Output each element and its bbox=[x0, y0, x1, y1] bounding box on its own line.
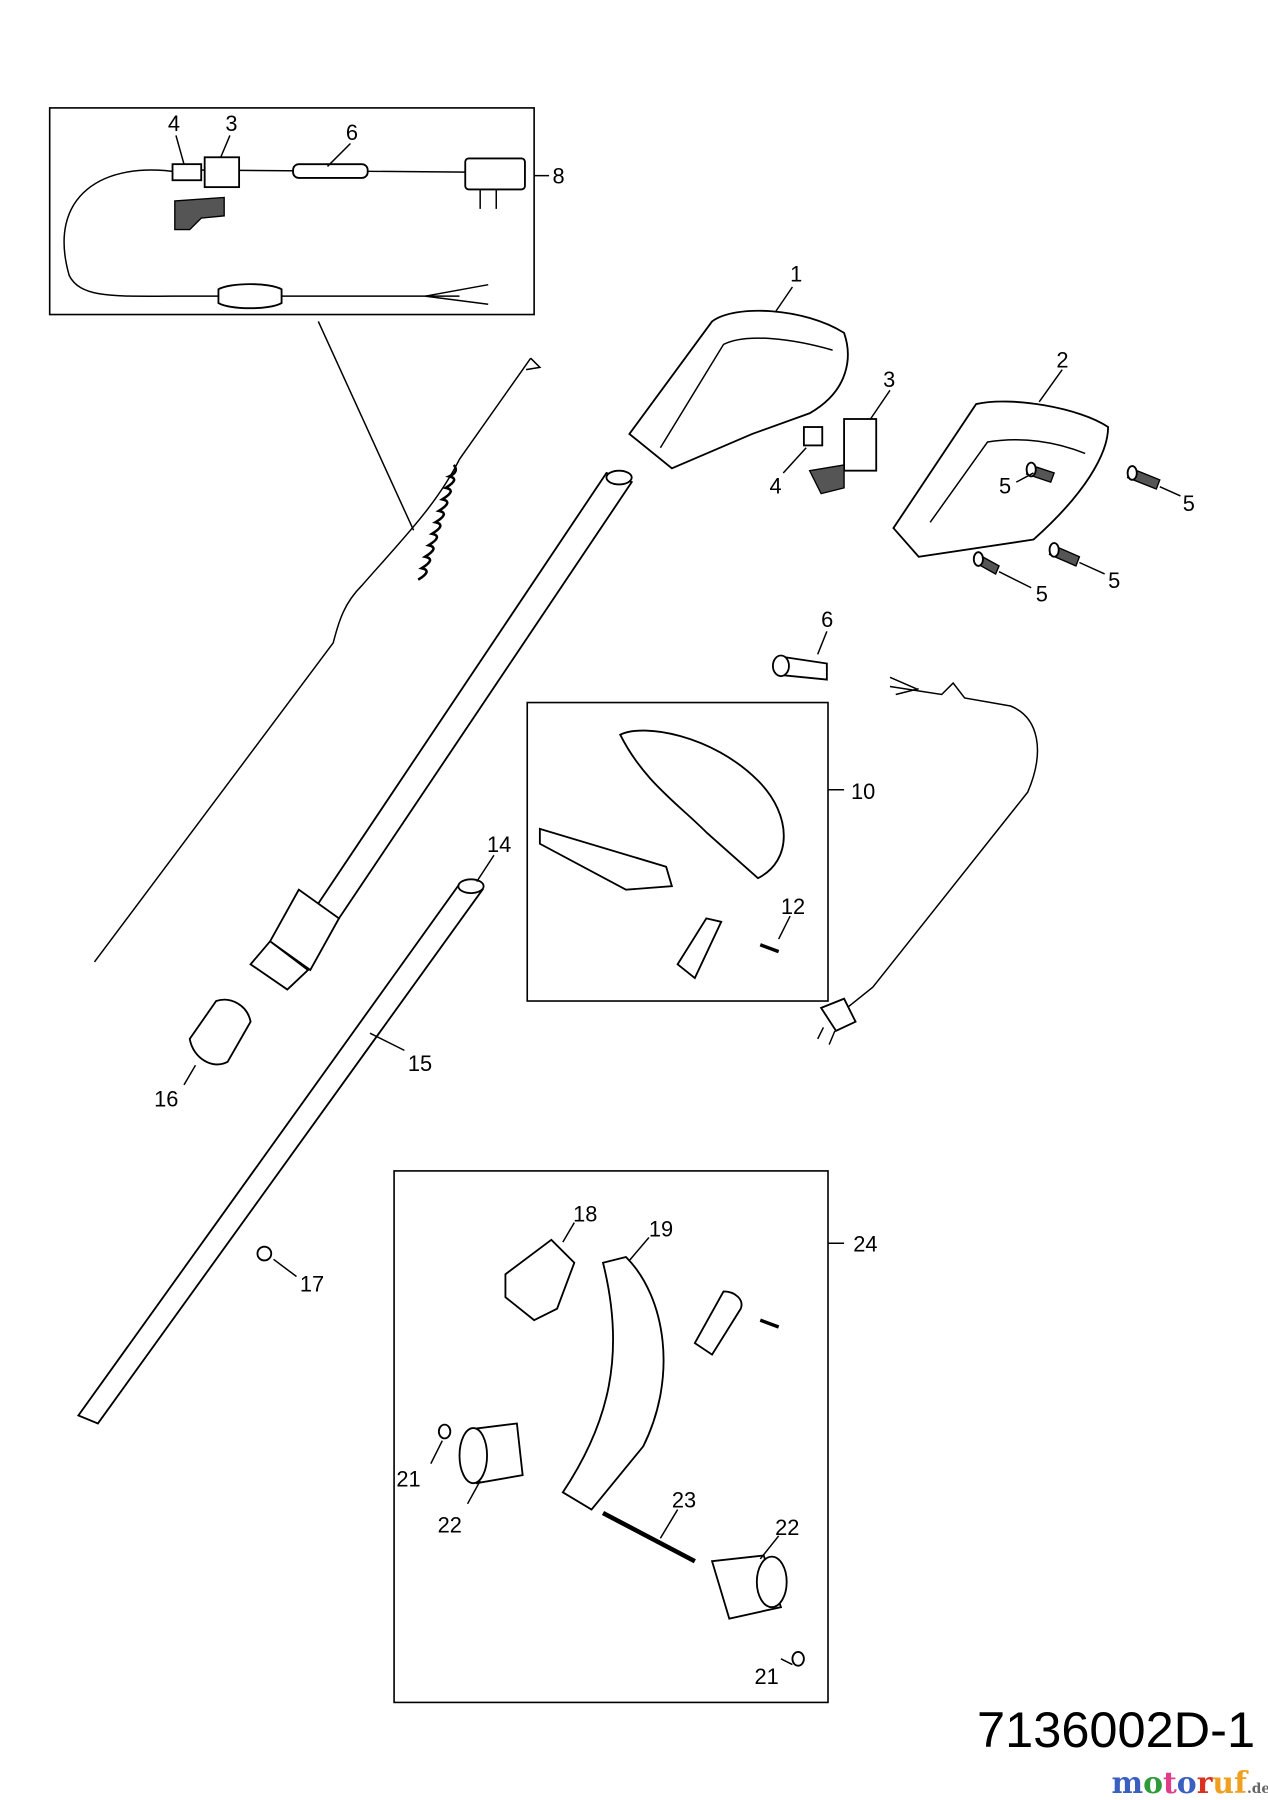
handle-half-1 bbox=[628, 309, 849, 470]
label-8: 8 bbox=[552, 164, 564, 189]
power-cord bbox=[843, 681, 1039, 1011]
label-22a: 22 bbox=[438, 1513, 462, 1538]
svg-text:motoruf.de: motoruf.de bbox=[1112, 1766, 1268, 1800]
label-4: 4 bbox=[168, 111, 180, 136]
label-19: 19 bbox=[649, 1216, 673, 1241]
cable-inset: 4 3 6 8 bbox=[48, 107, 565, 316]
label-23: 23 bbox=[672, 1487, 696, 1512]
label-5c: 5 bbox=[1108, 568, 1120, 593]
label-14: 14 bbox=[487, 832, 511, 857]
label-24: 24 bbox=[853, 1231, 877, 1256]
label-12: 12 bbox=[781, 894, 805, 919]
label-22b: 22 bbox=[775, 1515, 799, 1540]
kit-24-box: 24 18 19 21 22 23 22 21 bbox=[393, 1170, 878, 1704]
label-15: 15 bbox=[408, 1051, 432, 1076]
label-10: 10 bbox=[851, 779, 875, 804]
label-5d: 5 bbox=[1036, 582, 1048, 607]
label-3b: 3 bbox=[883, 367, 895, 392]
kit-10-box: 10 12 bbox=[526, 701, 875, 1002]
label-4b: 4 bbox=[769, 474, 781, 499]
label-17: 17 bbox=[300, 1271, 324, 1296]
label-3: 3 bbox=[225, 111, 237, 136]
label-21b: 21 bbox=[755, 1664, 779, 1689]
label-6: 6 bbox=[346, 120, 358, 145]
label-21a: 21 bbox=[396, 1467, 420, 1492]
handle-half-2 bbox=[892, 400, 1110, 558]
label-18: 18 bbox=[573, 1201, 597, 1226]
internal-wire bbox=[93, 357, 532, 963]
diagram-code: 7136002D-1 bbox=[977, 1701, 1255, 1758]
lower-shaft bbox=[76, 878, 485, 1425]
locking-knob bbox=[188, 998, 252, 1066]
watermark-logo: motoruf.de bbox=[1112, 1766, 1268, 1800]
label-1: 1 bbox=[790, 261, 802, 286]
label-5b: 5 bbox=[1183, 491, 1195, 516]
screws bbox=[972, 461, 1161, 575]
label-5a: 5 bbox=[999, 474, 1011, 499]
label-16: 16 bbox=[154, 1087, 178, 1112]
label-6b: 6 bbox=[821, 607, 833, 632]
label-2: 2 bbox=[1056, 347, 1068, 372]
upper-shaft bbox=[249, 469, 634, 991]
